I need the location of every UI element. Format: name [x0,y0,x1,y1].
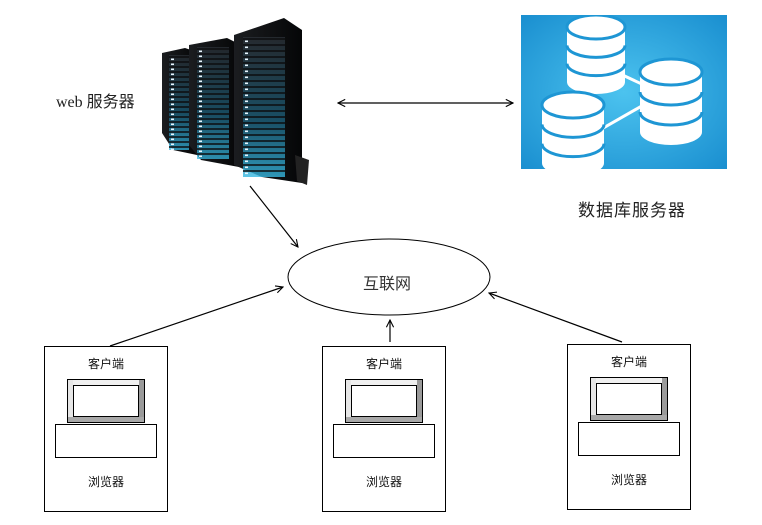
database-cylinder [565,15,627,94]
client-title: 客户端 [365,357,402,371]
database-cylinder [638,57,704,145]
internet-label: 互联网 [363,276,412,293]
edge-web-internet [249,185,298,247]
monitor-screen [73,385,139,417]
web-server-label: web 服务器 [56,94,135,111]
computer-icon [590,377,668,421]
computer-icon [67,379,145,423]
computer-base [333,424,435,458]
edge-client1-internet [109,287,283,347]
monitor-screen [596,383,662,415]
server-rack-icon [162,18,309,185]
internet-node[interactable] [287,238,491,316]
computer-icon [345,379,423,423]
monitor-screen [351,385,417,417]
database-cylinder [540,90,606,169]
database-icon [521,15,727,169]
client-node[interactable]: 客户端 浏览器 [567,344,691,510]
browser-label: 浏览器 [610,473,647,487]
browser-label: 浏览器 [365,475,402,489]
db-server-label: 数据库服务器 [578,201,686,220]
client-node[interactable]: 客户端 浏览器 [322,346,446,512]
computer-base [578,422,680,456]
client-title: 客户端 [610,355,647,369]
edge-client3-internet [489,293,623,343]
client-node[interactable]: 客户端 浏览器 [44,346,168,512]
browser-label: 浏览器 [87,475,124,489]
computer-base [55,424,157,458]
client-title: 客户端 [87,357,124,371]
